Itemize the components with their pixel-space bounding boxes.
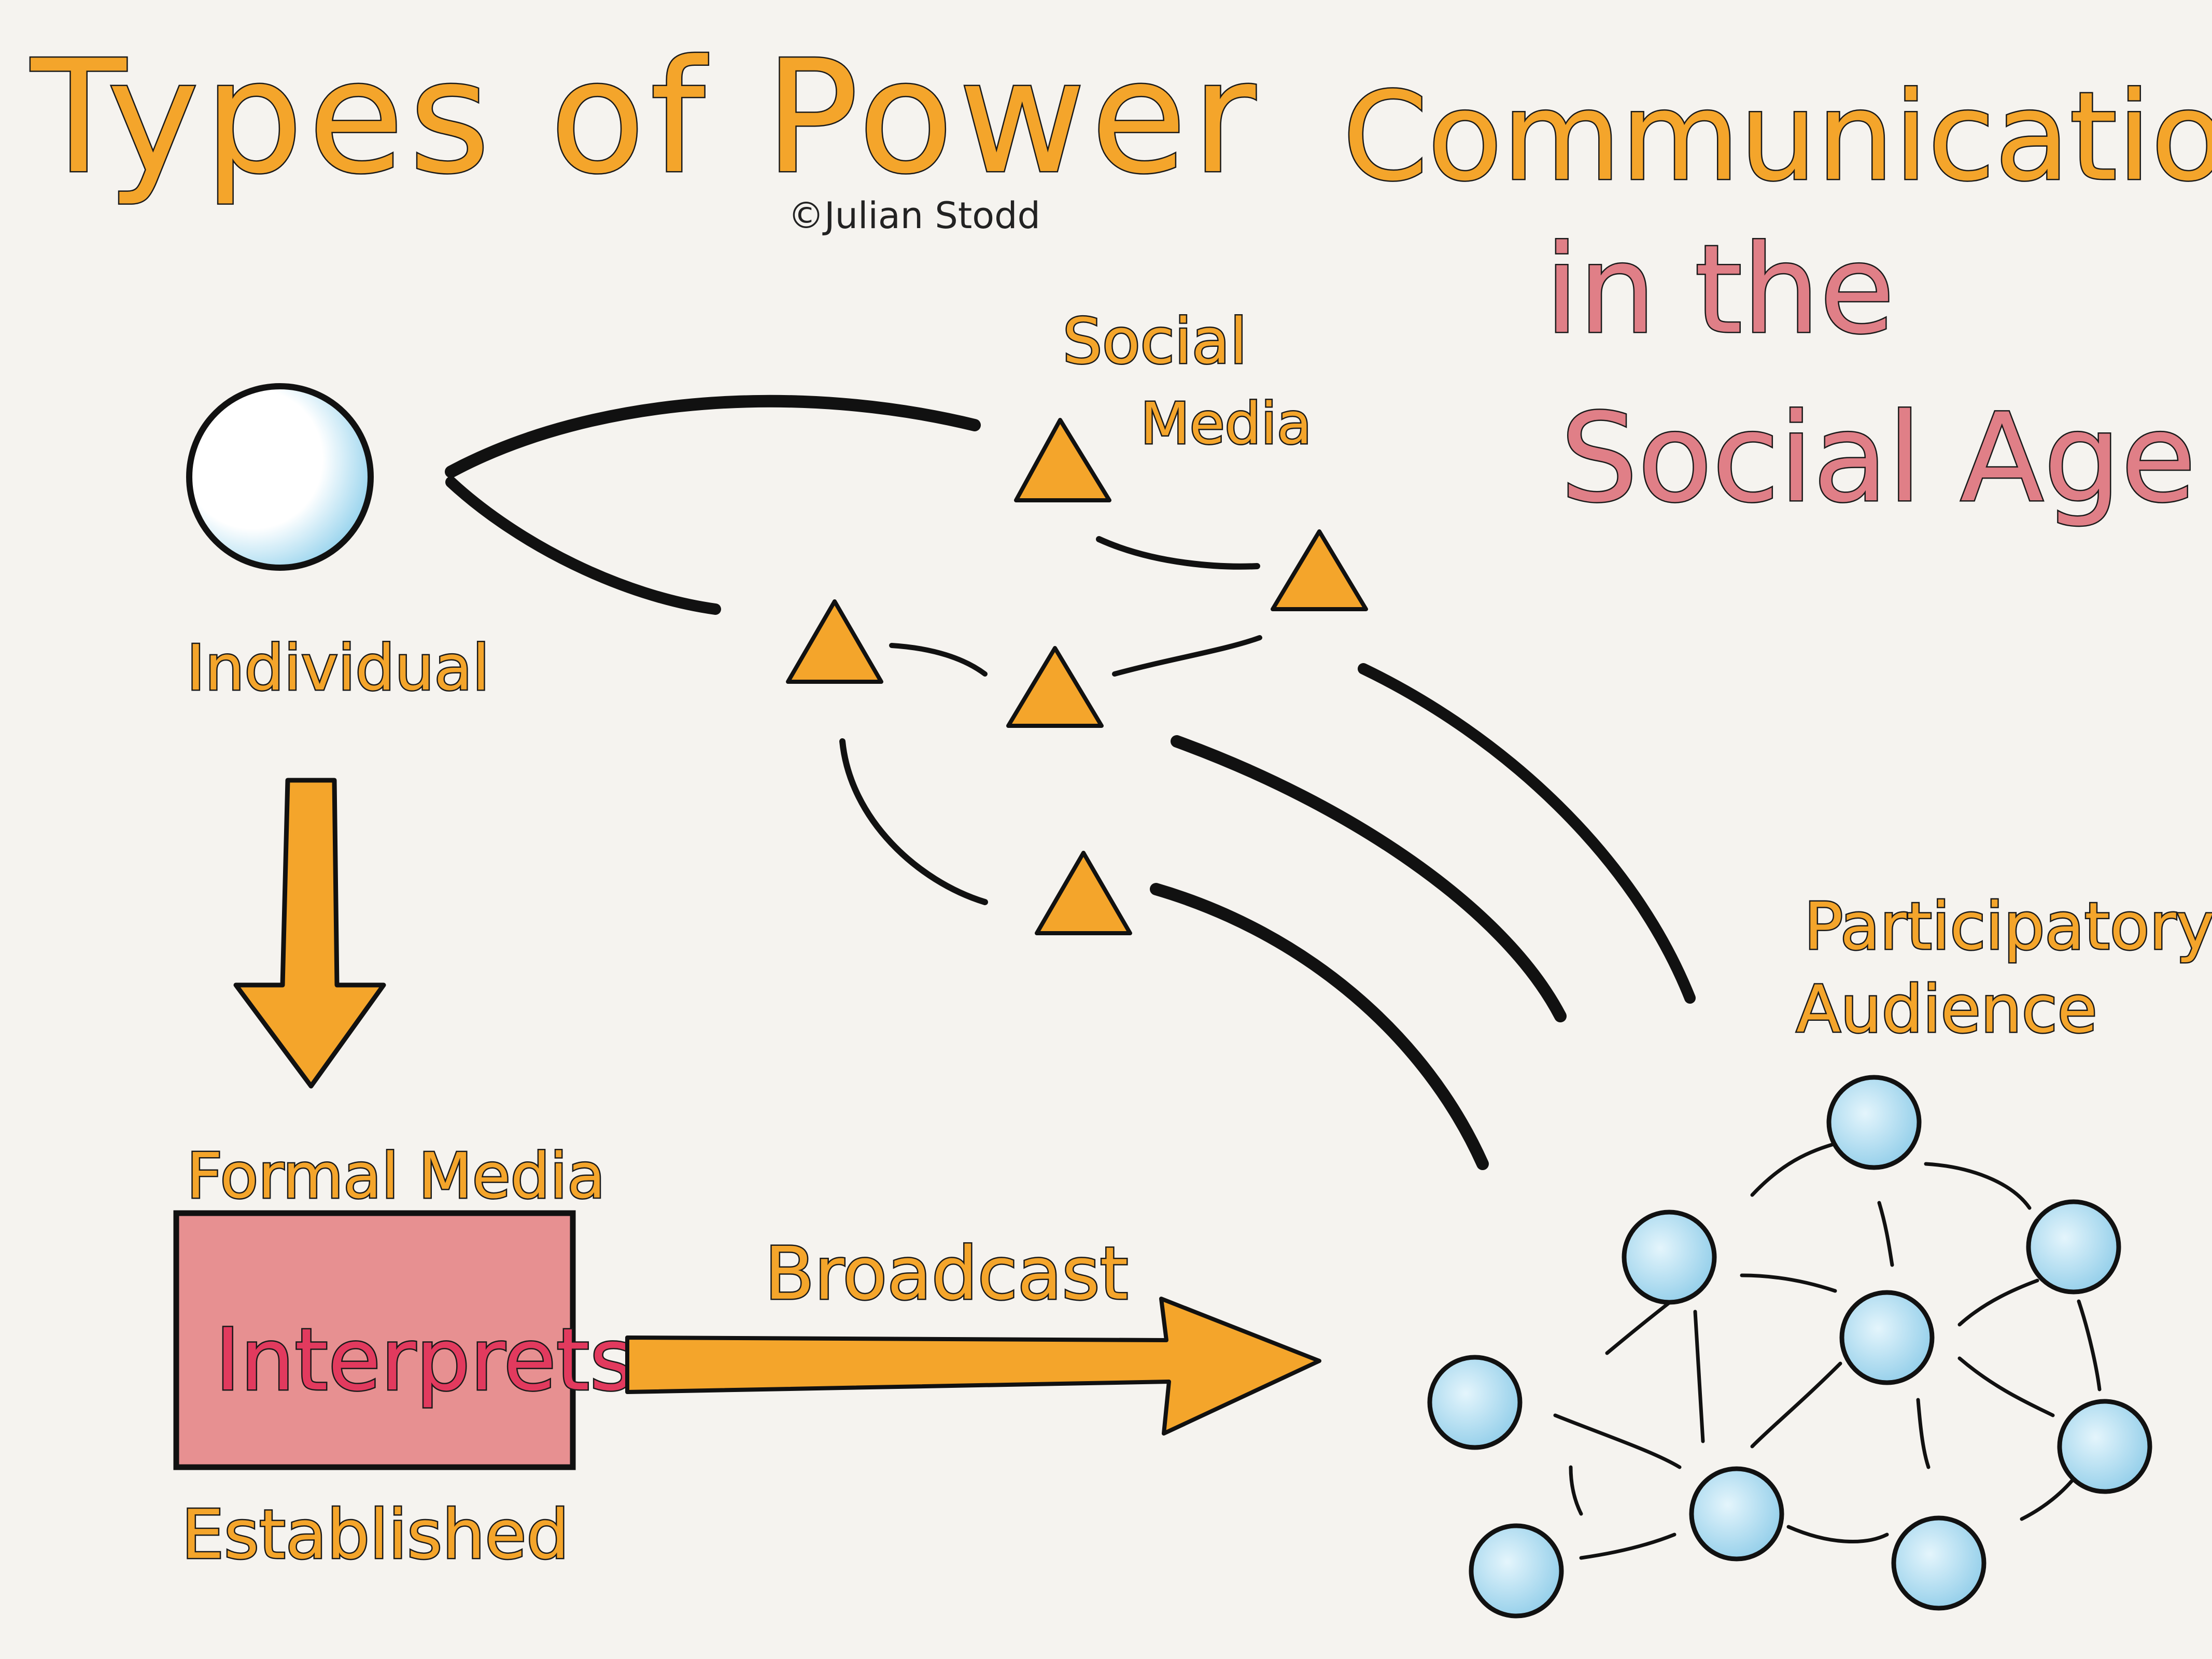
curve-individual-to-social-top bbox=[445, 395, 981, 478]
social-media-triangle-3 bbox=[786, 599, 883, 684]
network-link bbox=[1569, 1465, 1583, 1516]
social-media-label-line2: Media bbox=[1140, 390, 1312, 457]
social-media-triangle-5 bbox=[1035, 851, 1132, 935]
subtitle-line-communication: Communication bbox=[1343, 66, 2212, 208]
interprets-box bbox=[173, 1210, 576, 1470]
network-link bbox=[1750, 1361, 1842, 1449]
subtitle-line-in-the: in the bbox=[1545, 219, 1895, 361]
network-link bbox=[1553, 1413, 1682, 1469]
audience-node bbox=[1427, 1355, 1523, 1450]
audience-network-nodes bbox=[1427, 1075, 2152, 1619]
social-media-label-line1: Social bbox=[1063, 306, 1247, 378]
audience-node bbox=[1826, 1075, 1922, 1170]
curve-social-to-audience-1 bbox=[1150, 883, 1489, 1170]
network-link bbox=[1957, 1356, 2055, 1417]
link-tri1-tri2 bbox=[1096, 536, 1260, 570]
social-media-triangle-1 bbox=[1014, 418, 1111, 502]
down-arrow bbox=[233, 778, 386, 1089]
main-title: Types of Power bbox=[29, 27, 1261, 208]
curve-social-to-audience-3 bbox=[1358, 663, 1696, 1004]
link-tri3-tri5 bbox=[839, 738, 988, 905]
curve-individual-to-social-bottom bbox=[445, 476, 721, 615]
audience-node bbox=[2057, 1399, 2152, 1494]
broadcast-label: Broadcast bbox=[765, 1232, 1128, 1316]
network-link bbox=[1957, 1278, 2039, 1327]
network-link bbox=[1750, 1138, 1848, 1197]
curve-social-to-audience-2 bbox=[1171, 735, 1567, 1022]
network-link bbox=[1877, 1201, 1894, 1267]
participatory-audience-label-line1: Participatory bbox=[1804, 889, 2212, 964]
formal-media-label: Formal Media bbox=[187, 1141, 605, 1213]
social-media-triangle-4 bbox=[1006, 646, 1104, 728]
audience-node bbox=[1622, 1210, 1717, 1305]
broadcast-arrow bbox=[625, 1297, 1321, 1436]
credit-text: ©Julian Stodd bbox=[788, 194, 1040, 237]
network-link bbox=[2020, 1470, 2081, 1521]
audience-node bbox=[1469, 1523, 1564, 1619]
network-link bbox=[2077, 1299, 2102, 1391]
interprets-label: Interprets bbox=[215, 1310, 634, 1410]
audience-node bbox=[1891, 1515, 1986, 1611]
network-link bbox=[1916, 1398, 1931, 1469]
network-link bbox=[1693, 1310, 1705, 1443]
social-media-triangle-2 bbox=[1271, 529, 1368, 611]
established-label: Established bbox=[181, 1495, 569, 1574]
audience-node bbox=[1839, 1290, 1935, 1385]
network-link bbox=[1579, 1533, 1676, 1560]
link-tri3-tri4 bbox=[889, 643, 988, 677]
network-link bbox=[1740, 1273, 1837, 1293]
audience-node bbox=[1689, 1466, 1784, 1562]
link-tri4-tri2 bbox=[1112, 635, 1262, 677]
subtitle-line-social-age: Social Age bbox=[1560, 388, 2196, 529]
individual-label: Individual bbox=[187, 632, 489, 705]
participatory-audience-label-line2: Audience bbox=[1796, 972, 2097, 1047]
audience-node bbox=[2026, 1199, 2121, 1295]
network-link bbox=[1786, 1525, 1889, 1543]
network-link bbox=[1924, 1162, 2032, 1210]
individual-sphere bbox=[186, 383, 374, 571]
audience-network-links bbox=[1553, 1138, 2102, 1560]
